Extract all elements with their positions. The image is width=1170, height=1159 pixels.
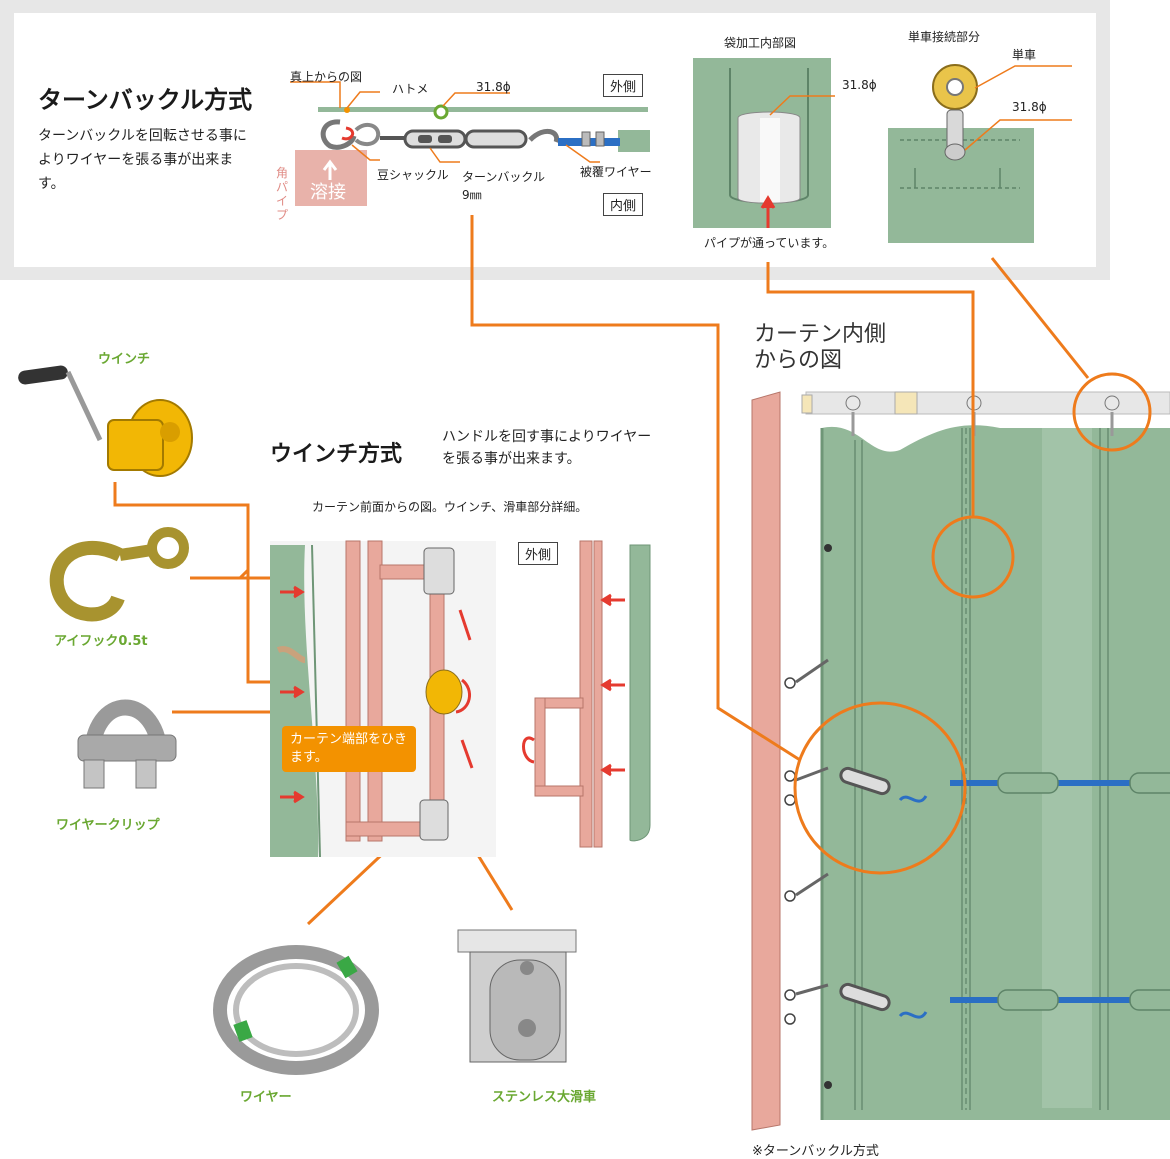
winch-title: ウインチ方式 — [270, 442, 403, 467]
part-wire-label: ワイヤー — [240, 1090, 292, 1105]
curtain-view-title-line2: からの図 — [754, 348, 843, 373]
turnbuckle-size-label: 9㎜ — [462, 188, 482, 202]
weld-label: 溶接 — [310, 182, 346, 203]
part-wire-clip-label: ワイヤークリップ — [56, 818, 160, 833]
bag-detail-title: 袋加工内部図 — [724, 36, 797, 50]
winch-outer-side-label: 外側 — [518, 542, 559, 565]
curtain-footnote: ※ターンバックル方式 — [752, 1144, 879, 1159]
pulley-detail-title: 単車接続部分 — [908, 30, 981, 44]
turnbuckle-description: ターンバックルを回転させる事によりワイヤーを張る事が出来ます。 — [38, 128, 247, 192]
part-eye-hook-label: アイフック0.5t — [54, 634, 148, 649]
square-pipe-label: 角パイプ — [276, 166, 289, 222]
part-pulley-label: ステンレス大滑車 — [492, 1090, 597, 1105]
bag-caption: パイプが通っています。 — [704, 236, 835, 250]
turnbuckle-diameter-label: 31.8ϕ — [476, 80, 511, 94]
winch-callout: カーテン端部をひきます。 — [282, 726, 416, 772]
winch-caption: カーテン前面からの図。ウインチ、滑車部分詳細。 — [312, 500, 588, 514]
bag-diameter-label: 31.8ϕ — [842, 78, 877, 92]
curtain-view-title-line1: カーテン内側 — [754, 322, 887, 347]
inner-side-label: 内側 — [603, 193, 644, 216]
pulley-diameter-label: 31.8ϕ — [1012, 100, 1047, 114]
curtain-edge-line — [318, 107, 648, 112]
turnbuckle-title: ターンバックル方式 — [38, 86, 253, 114]
curtain-edge-block — [618, 130, 650, 152]
coated-wire-label: 被覆ワイヤー — [580, 165, 652, 179]
outer-side-label: 外側 — [603, 74, 644, 97]
pulley-label: 単車 — [1012, 48, 1037, 62]
top-view-label: 真上からの図 — [290, 70, 363, 84]
turnbuckle-label: ターンバックル — [462, 170, 546, 184]
winch-description: ハンドルを回す事によりワイヤーを張る事が出来ます。 — [442, 429, 652, 467]
grommet-label: ハトメ — [392, 82, 429, 96]
shackle-label: 豆シャックル — [377, 168, 449, 182]
part-winch-label: ウインチ — [98, 352, 151, 367]
